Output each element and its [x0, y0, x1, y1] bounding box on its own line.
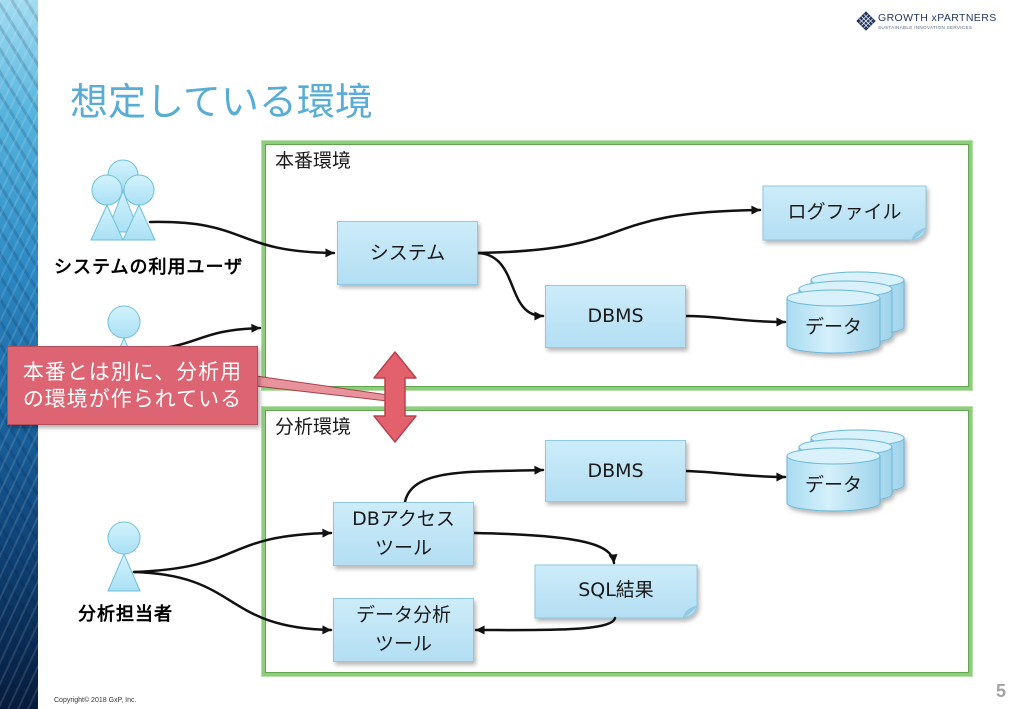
production-data-label: データ [804, 315, 862, 338]
system-users-icon [90, 159, 156, 241]
logo-tagline: SUSTAINABLE INNOVATION SERVICES [878, 25, 973, 30]
arrow-system-to-dbms [476, 251, 545, 321]
arrow-sql-result-to-analysis-tool [474, 616, 617, 635]
node-analysis-tool: データ分析 ツール [333, 598, 474, 662]
callout-tail [255, 375, 389, 402]
node-db-access-tool: DBアクセス ツール [333, 502, 474, 566]
arrow-analysis-dbms-to-data [684, 469, 787, 482]
company-logo: GROWTH xPARTNERS SUSTAINABLE INNOVATION … [856, 11, 1001, 31]
callout-note: 本番とは別に、分析用 の環境が作られている [7, 346, 258, 425]
node-production-dbms: DBMS [545, 285, 686, 348]
double-arrow-icon [373, 351, 417, 443]
db-access-tool-line-1: DBアクセス [352, 508, 455, 530]
arrow-db-access-to-dbms [403, 465, 545, 504]
callout-line-2: の環境が作られている [22, 386, 243, 411]
node-production-dbms-label: DBMS [587, 305, 644, 327]
log-file-label: ログファイル [787, 200, 902, 223]
arrow-users-to-system [148, 220, 336, 258]
node-analysis-dbms: DBMS [545, 440, 686, 502]
slide-title: 想定している環境 [70, 80, 373, 124]
production-environment-label: 本番環境 [275, 150, 352, 172]
analyst-icon [107, 521, 141, 592]
analysis-tool-line-2: ツール [374, 633, 432, 655]
analysis-environment-label: 分析環境 [275, 416, 352, 438]
page-number: 5 [996, 681, 1007, 701]
analysis-tool-line-1: データ分析 [355, 604, 451, 626]
production-data-cylinders [786, 271, 905, 354]
arrow-system-to-log-file [476, 205, 762, 255]
db-access-tool-line-2: ツール [374, 537, 432, 559]
node-system-label: システム [369, 241, 446, 264]
system-users-label: システムの利用ユーザ [54, 257, 244, 278]
node-system: システム [337, 221, 478, 285]
arrow-prod-dbms-to-data [684, 314, 787, 327]
analysis-data-cylinders [786, 429, 905, 512]
arrow-analyst-to-analysis-tool [132, 570, 333, 635]
copyright-text: Copyright© 2018 GxP, Inc. [54, 697, 137, 704]
arrow-analyst-to-db-access [132, 528, 333, 574]
node-analysis-dbms-label: DBMS [587, 459, 644, 482]
callout-line-1: 本番とは別に、分析用 [22, 359, 243, 384]
sql-result-shape [534, 564, 699, 619]
log-file-shape [762, 185, 928, 241]
diamond-mesh-icon [856, 11, 876, 31]
sql-result-label: SQL結果 [578, 578, 654, 601]
analysis-data-label: データ [804, 473, 862, 496]
arrow-db-access-to-sql-result [472, 531, 618, 565]
logo-name: GROWTH xPARTNERS [878, 12, 997, 24]
analyst-label: 分析担当者 [78, 604, 173, 625]
